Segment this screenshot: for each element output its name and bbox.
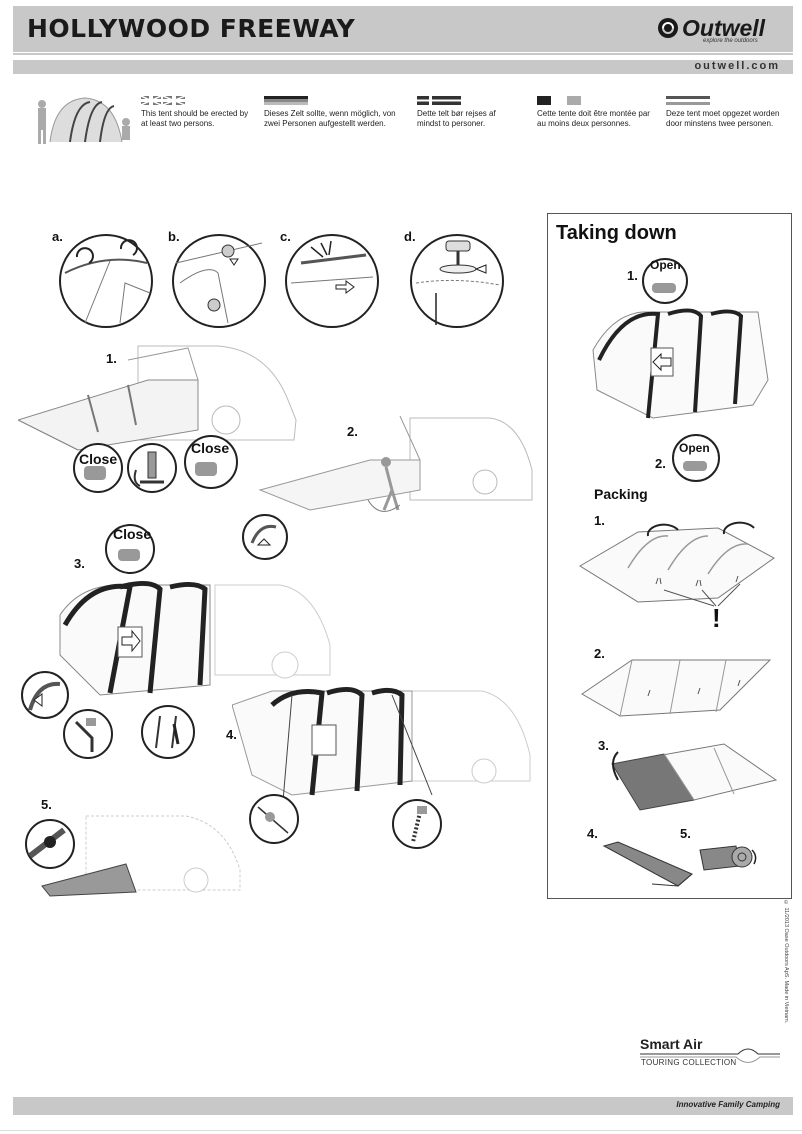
two-persons-tent-illustration: [38, 97, 130, 144]
step1-pump-circle: [127, 443, 177, 493]
german-flag-icon: [264, 96, 308, 105]
step3-inflated-tent-illustration: [59, 581, 331, 696]
packing-step3-roll-start-illustration: [611, 743, 778, 811]
step2-valve-detail: [242, 514, 288, 560]
packing-title: Packing: [594, 486, 648, 502]
taking-down-open-valve-bottom: [672, 434, 720, 482]
outwell-logo-icon: [658, 18, 678, 38]
packing-step-3: 3.: [598, 738, 609, 753]
packing-step1-folding-illustration: [579, 521, 775, 607]
taking-down-open-label-bottom: Open: [679, 441, 710, 455]
setup-step-4: 4.: [226, 727, 237, 742]
step1-close-label-left: Close: [79, 451, 118, 467]
taking-down-open-label-top: Open: [650, 258, 681, 272]
step1-close-valve-left: [73, 443, 123, 493]
step4-peg-detail: [392, 799, 442, 849]
packing-step-2: 2.: [594, 646, 605, 661]
detail-b-illustration: [172, 234, 266, 328]
warning-text-da: Dette telt bør rejses af mindst to perso…: [417, 109, 496, 128]
packing-step4-folded-bag-illustration: [602, 841, 693, 887]
step3-close-valve: [105, 524, 155, 574]
packing-step-5: 5.: [680, 826, 691, 841]
setup-step-2: 2.: [347, 424, 358, 439]
step5-attachment-detail: [25, 819, 75, 869]
step1-close-label-right: Close: [191, 440, 230, 456]
taking-down-panel: [547, 213, 792, 899]
dutch-flag-icon: [666, 96, 710, 105]
warning-text-fr: Cette tente doit être montée par au moin…: [537, 109, 650, 128]
setup-step-3: 3.: [74, 556, 85, 571]
collection-subtitle: TOURING COLLECTION: [641, 1058, 737, 1067]
packing-step5-rolled-bag-illustration: [699, 845, 757, 871]
copyright-text: © 11/2013 Oase Outdoors ApS. Made in Vie…: [783, 900, 789, 1024]
taking-down-step-1: 1.: [627, 268, 638, 283]
step3-door-detail: [21, 671, 69, 719]
website-url: outwell.com: [694, 60, 780, 72]
packing-step2-folded-illustration: [581, 659, 772, 717]
setup-step-1: 1.: [106, 351, 117, 366]
footer-bottom-line: [0, 1130, 802, 1131]
warning-text-en: This tent should be erected by at least …: [141, 109, 249, 128]
step3-peg-detail-left: [63, 709, 113, 759]
danish-flag-icon: [417, 96, 461, 105]
packing-warning-mark: !: [712, 603, 721, 633]
detail-step-c: c.: [280, 229, 291, 244]
footer-bar: [13, 1097, 793, 1115]
warning-text-de: Dieses Zelt sollte, wenn möglich, von zw…: [264, 109, 396, 128]
packing-step-4: 4.: [587, 826, 598, 841]
collection-swoosh-graphic: [640, 1048, 780, 1063]
taking-down-step-2: 2.: [655, 456, 666, 471]
step2-pumping-illustration: [258, 415, 533, 512]
uk-flag-icon: [141, 96, 185, 105]
step4-guyline-tension-detail: [249, 794, 299, 844]
document-title: HOLLYWOOD FREEWAY: [27, 14, 356, 43]
detail-d-illustration: [410, 234, 504, 328]
detail-step-a: a.: [52, 229, 63, 244]
step1-close-valve-right: [184, 435, 238, 489]
taking-down-title: Taking down: [556, 222, 677, 244]
brand-logo-text: Outwell: [682, 15, 766, 41]
header-divider: [13, 53, 793, 55]
brand-tagline: explore the outdoors: [703, 38, 758, 44]
detail-step-d: d.: [404, 229, 416, 244]
step3-peg-detail-right: [141, 705, 195, 759]
warning-text-nl: Deze tent moet opgezet worden door minst…: [666, 109, 780, 128]
setup-step-5: 5.: [41, 797, 52, 812]
french-flag-icon: [537, 96, 581, 105]
detail-c-illustration: [285, 234, 379, 328]
taking-down-tent-illustration: [592, 308, 769, 419]
step1-deflated-tent-van-illustration: [18, 345, 297, 451]
url-bar: [13, 60, 793, 74]
packing-step-1: 1.: [594, 513, 605, 528]
step5-groundsheet-illustration: [41, 815, 241, 897]
taking-down-open-valve-top: [642, 258, 688, 304]
step4-guylines-tent-illustration: [232, 687, 531, 814]
step3-close-label: Close: [113, 526, 152, 542]
detail-a-illustration: [59, 234, 153, 328]
detail-step-b: b.: [168, 229, 180, 244]
collection-name: Smart Air: [640, 1036, 703, 1052]
footer-slogan: Innovative Family Camping: [676, 1100, 780, 1109]
